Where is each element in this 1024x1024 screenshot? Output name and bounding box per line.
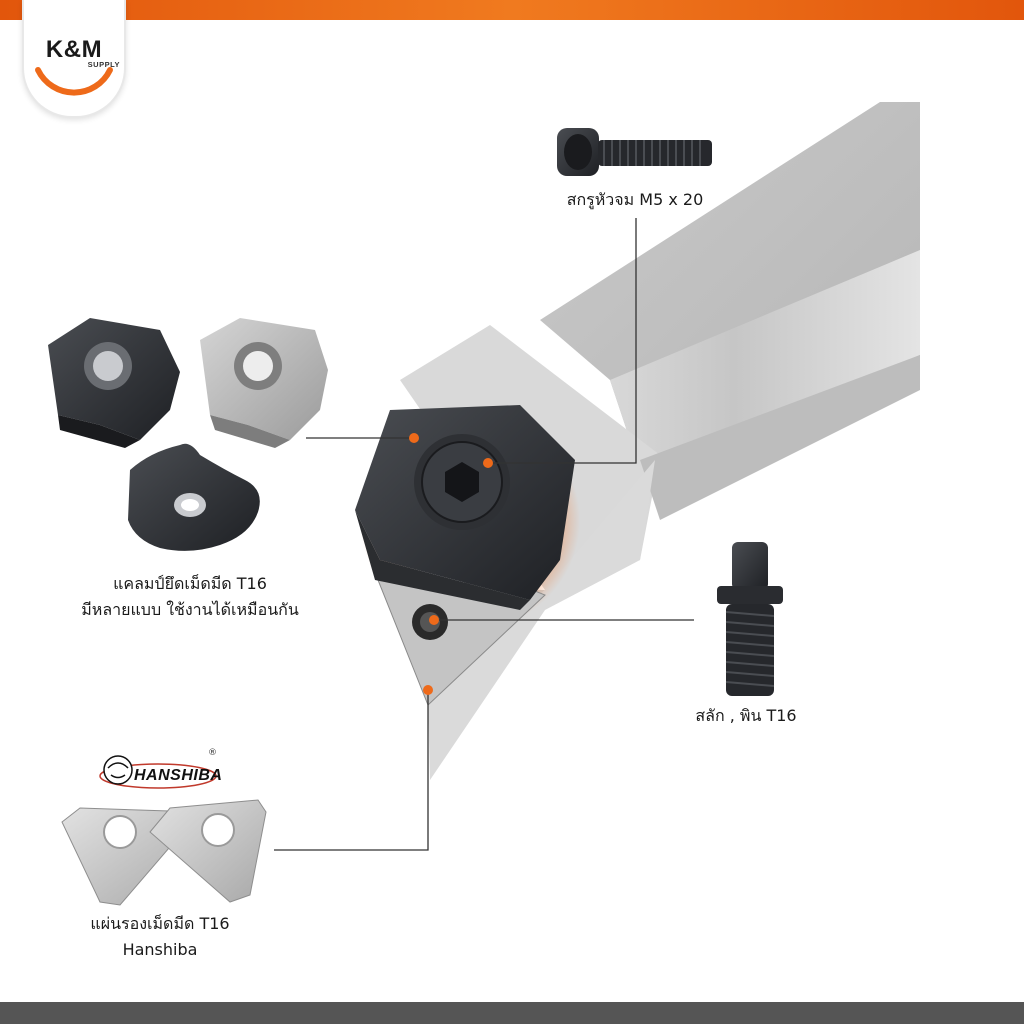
pin-label: สลัก , พิน T16 bbox=[695, 706, 797, 725]
registered-mark: ® bbox=[208, 748, 217, 758]
logo-main-text: K&M bbox=[45, 36, 103, 63]
screw-label: สกรูหัวจม M5 x 20 bbox=[566, 190, 704, 209]
shim-plate-icon bbox=[61, 799, 267, 906]
callout-dot-icon bbox=[409, 433, 493, 695]
lock-pin-icon bbox=[717, 542, 783, 696]
hanshiba-logo: HANSHIBA ® bbox=[98, 748, 222, 796]
tiger-head-icon bbox=[99, 755, 217, 789]
clamp-label-line1: แคลมป์ยึดเม็ดมีด T16 bbox=[113, 574, 267, 593]
callout-lines bbox=[274, 218, 694, 851]
clamp-forged-icon bbox=[128, 443, 260, 551]
clamp-silver-icon bbox=[200, 318, 328, 448]
shim-label-line1: แผ่นรองเม็ดมีด T16 bbox=[90, 914, 230, 933]
km-supply-logo: K&M SUPPLY bbox=[22, 0, 126, 118]
clamp-label-line2: มีหลายแบบ ใช้งานได้เหมือนกัน bbox=[81, 600, 299, 619]
clamp-black-icon bbox=[48, 318, 180, 448]
hanshiba-logo-text: HANSHIBA bbox=[134, 767, 223, 784]
shim-label-line2: Hanshiba bbox=[122, 940, 198, 959]
bottom-bar bbox=[0, 1002, 1024, 1024]
socket-cap-screw-icon bbox=[557, 128, 712, 176]
logo-arc-icon bbox=[35, 67, 113, 96]
logo-sub-text: SUPPLY bbox=[87, 60, 120, 69]
top-accent-bar bbox=[0, 0, 1024, 20]
tool-holder-icon bbox=[355, 102, 920, 780]
